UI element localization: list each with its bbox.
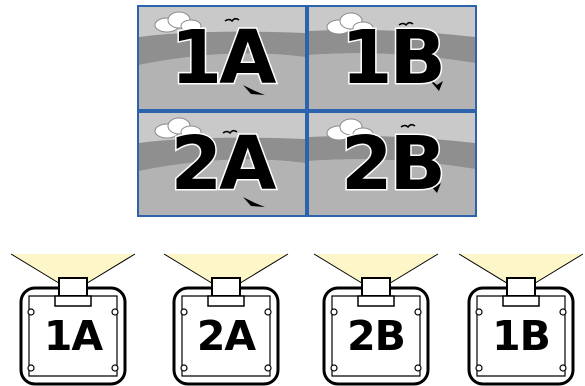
screen-tile-2a: 2A (139, 113, 305, 215)
projector-label: 1B (471, 306, 571, 366)
projector-2a: 2A (162, 248, 290, 386)
tile-label: 2B (309, 113, 475, 215)
screen-tile-1a: 1A (139, 7, 305, 109)
projector-1b: 1B (457, 248, 585, 386)
tile-label: 1B (309, 7, 475, 109)
projector-2b: 2B (312, 248, 440, 386)
tile-label: 1A (139, 7, 305, 109)
tile-label: 2A (139, 113, 305, 215)
screen-tile-2b: 2B (309, 113, 475, 215)
projector-1a: 1A (9, 248, 137, 386)
screen-tile-1b: 1B (309, 7, 475, 109)
projected-screen-wall: 1A 1B (137, 5, 477, 217)
projector-label: 2A (176, 306, 276, 366)
projector-label: 2B (326, 306, 426, 366)
projector-label: 1A (23, 306, 123, 366)
